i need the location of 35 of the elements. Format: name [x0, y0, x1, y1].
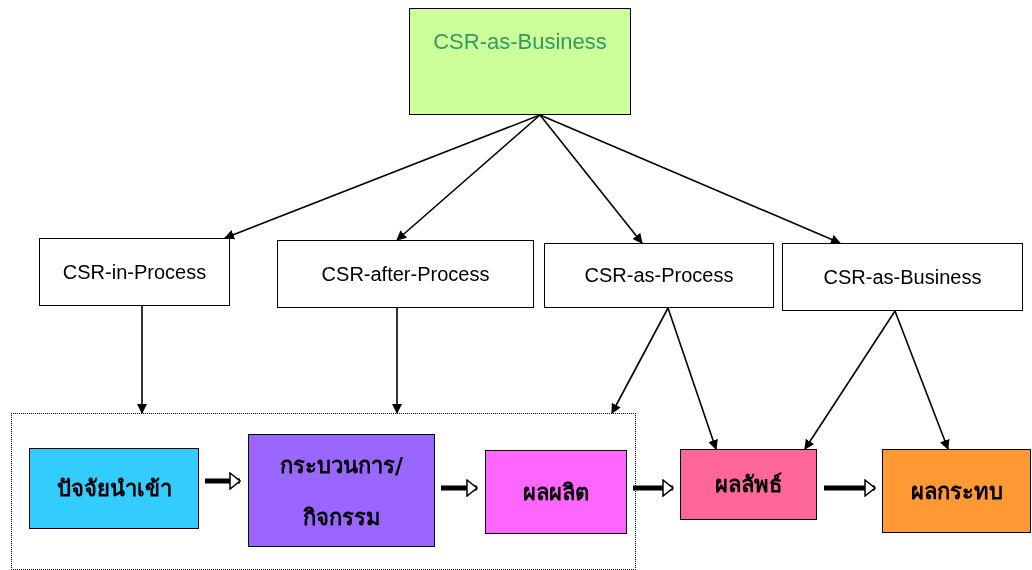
arrow	[396, 114, 541, 241]
process-box	[882, 449, 1031, 533]
box-label: กระบวนการ/กิจกรรม	[279, 450, 404, 532]
box-label: CSR-as-Business	[823, 265, 982, 289]
dotted-group-box	[11, 413, 636, 570]
process-box	[248, 434, 435, 547]
box-label: ปัจจัยนำเข้า	[56, 474, 172, 503]
box-label: CSR-as-Business	[433, 29, 607, 55]
box-label: ผลลัพธ์	[715, 470, 782, 499]
arrow	[392, 307, 402, 414]
process-box	[29, 448, 199, 529]
box-label: CSR-as-Process	[584, 264, 734, 287]
block-arrow	[441, 479, 478, 497]
arrow	[804, 310, 896, 450]
arrow	[539, 114, 841, 245]
box-label: CSR-after-Process	[321, 262, 490, 286]
box-label: ผลกระทบ	[910, 476, 1003, 506]
process-box	[544, 243, 774, 308]
process-box	[782, 243, 1023, 311]
block-arrow	[824, 479, 876, 497]
box-label: CSR-in-Process	[62, 260, 207, 284]
arrow	[894, 310, 950, 450]
process-box	[39, 238, 230, 306]
arrow	[224, 114, 541, 240]
arrow	[667, 307, 718, 450]
box-label: ผลผลิต	[523, 477, 589, 507]
arrow	[137, 305, 147, 414]
block-arrow	[633, 479, 674, 497]
block-arrow	[205, 472, 241, 490]
process-box	[680, 449, 817, 520]
arrow	[539, 114, 643, 244]
process-box	[409, 8, 631, 115]
process-box	[277, 240, 534, 308]
process-box	[485, 450, 627, 534]
arrow	[611, 307, 669, 414]
